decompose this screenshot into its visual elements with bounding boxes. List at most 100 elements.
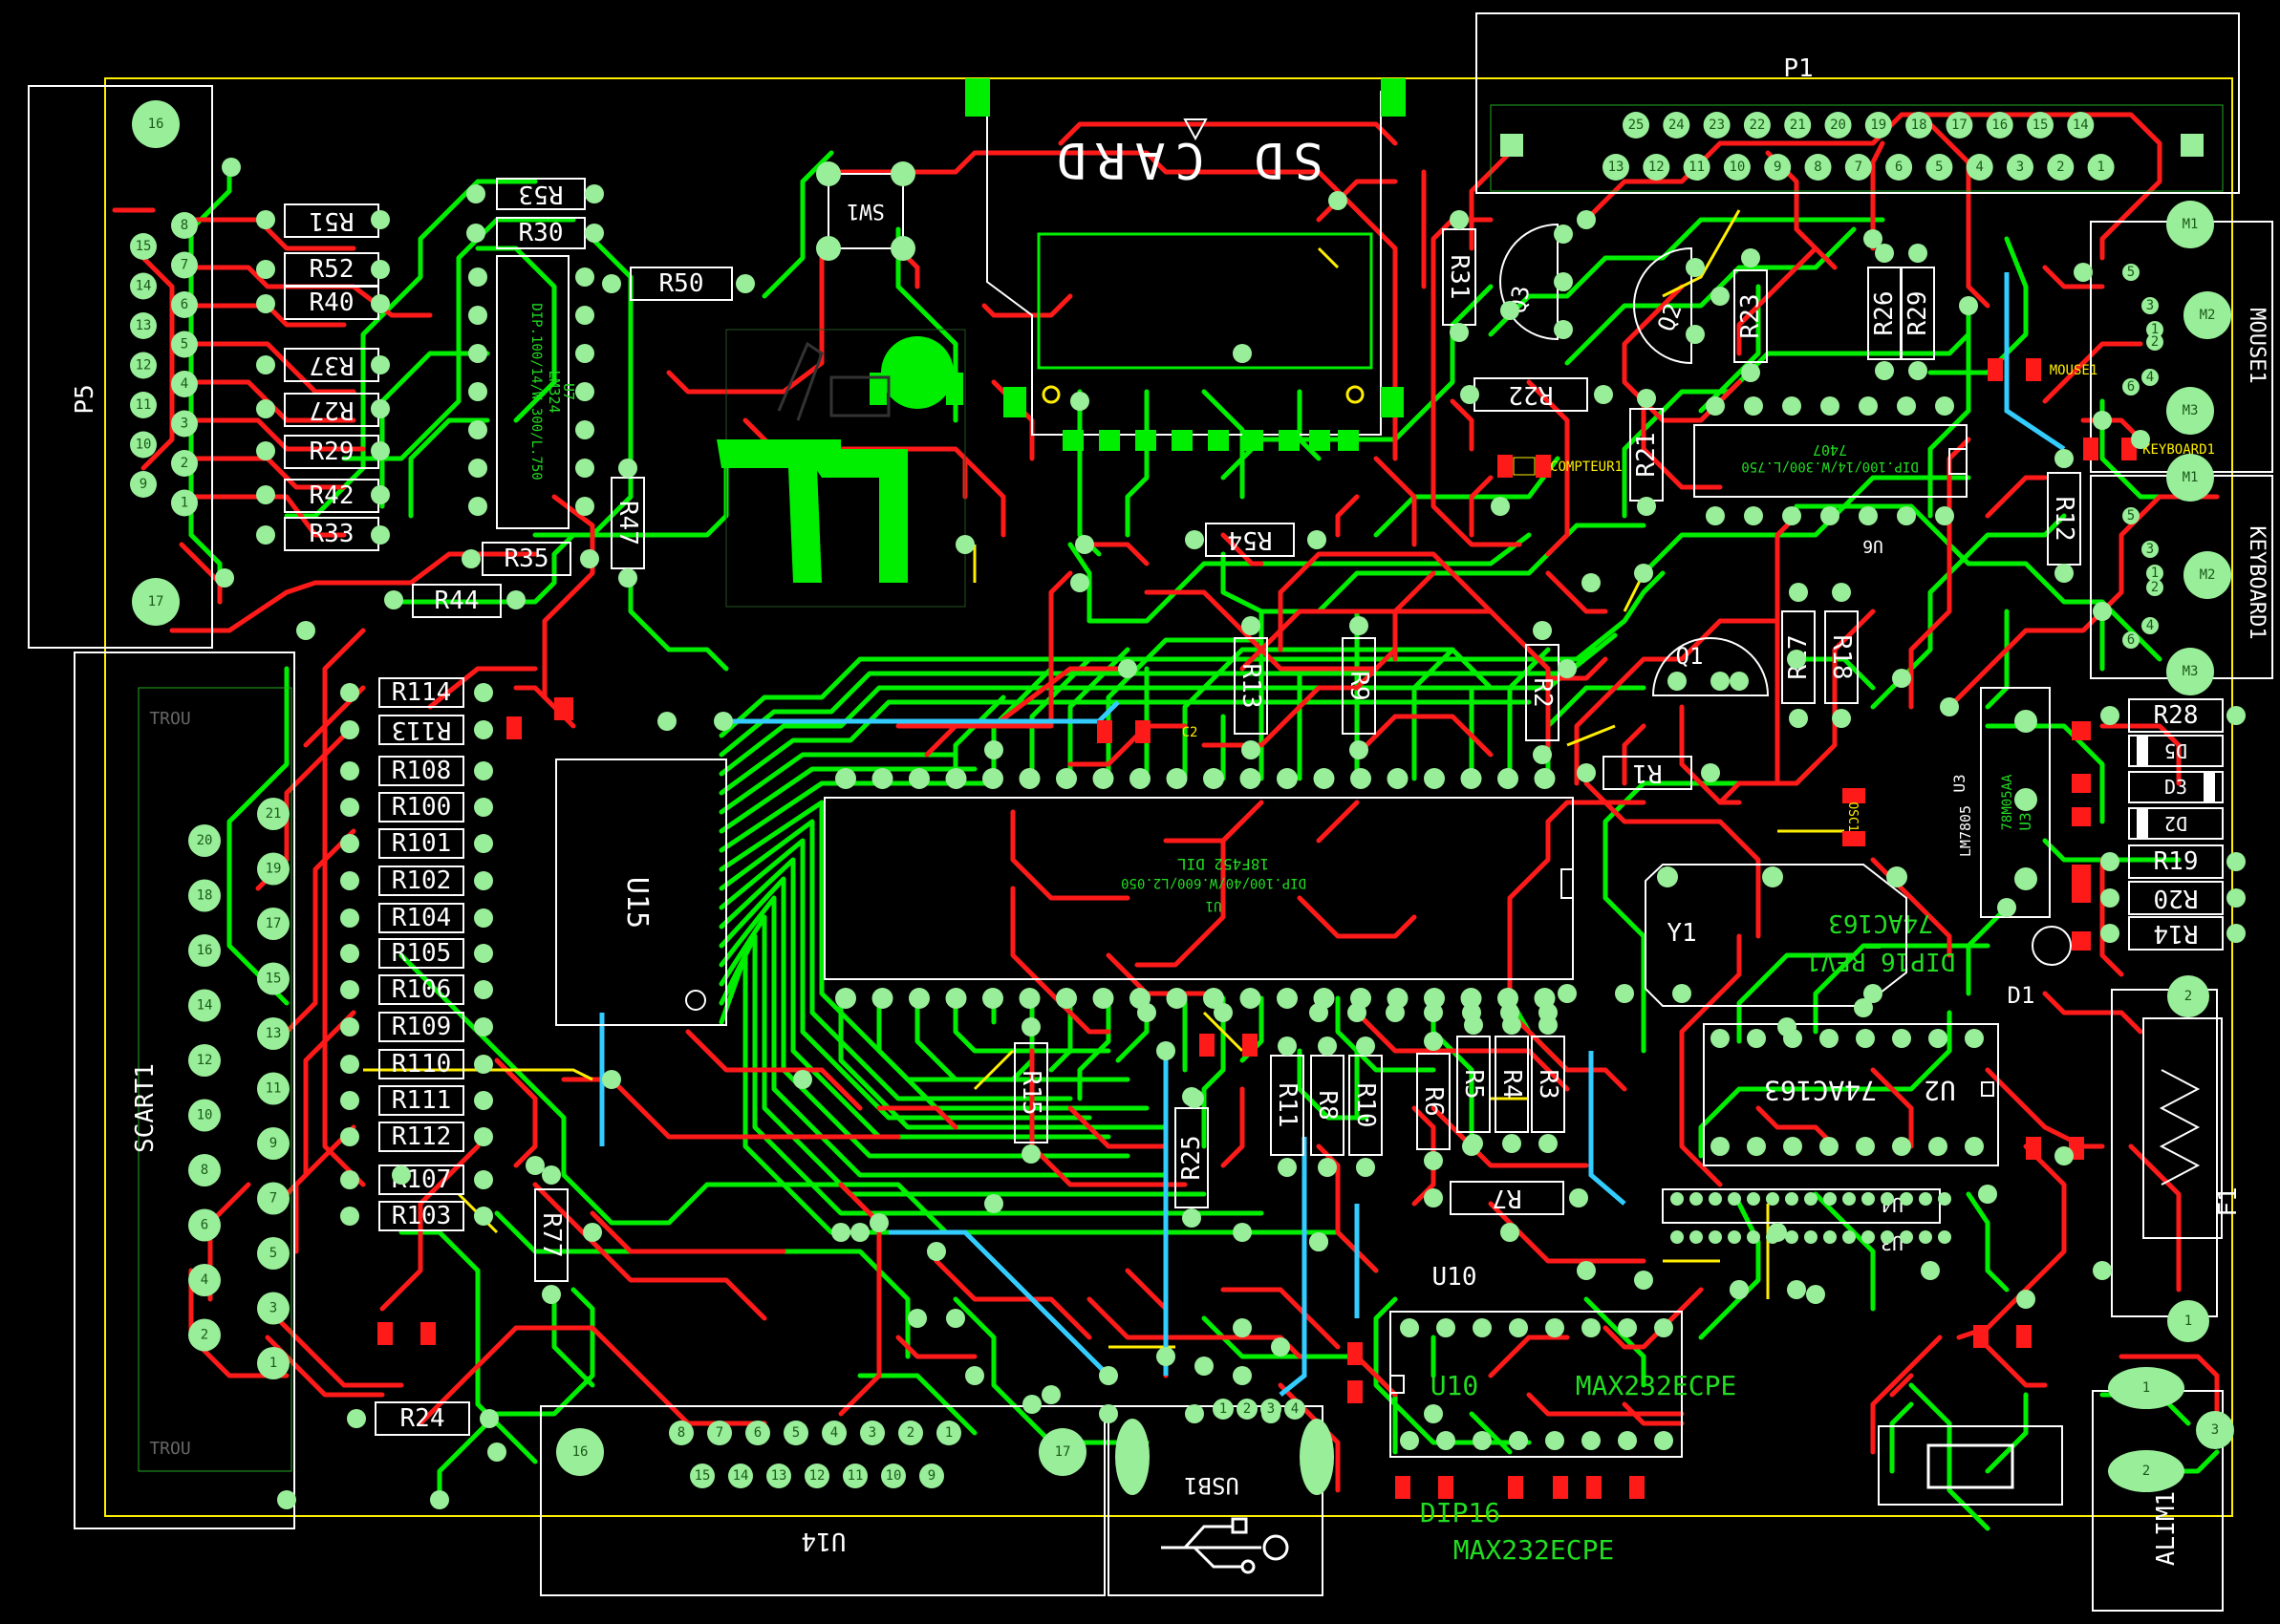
pad [1710,1137,1730,1156]
pad [1278,1036,1297,1056]
pad [657,712,677,731]
pad [1424,1188,1443,1207]
cap-c2-label: C2 [1182,725,1198,740]
mouse-pin-label: 2 [2151,334,2159,350]
pad [1534,768,1556,789]
mounting-holes: 16 17 16 17 M1 M2 M3 M1 M2 M3 2 1 1 2 3 [132,100,2234,1495]
pad [1832,709,1851,728]
scart-pin-label: 9 [269,1136,277,1151]
pad [1386,1003,1405,1022]
pad [256,485,275,504]
pad [1892,669,1911,688]
mount-hole-label: TROU [149,1439,190,1459]
cap-mouse: MOUSE1 [1988,358,2097,381]
resistor-r33: R33 [284,517,379,551]
pad [1424,1003,1443,1022]
resistor-r108: R108 [378,756,464,786]
p5-pin [130,352,157,379]
p1-pin [1703,112,1731,139]
resistor-label: R51 [310,206,355,235]
chip-u6: DIP.100/14/W.300/L.750 7407 U6 [1693,424,1968,556]
pad [1538,1134,1558,1153]
pad [1832,583,1851,602]
scart-pin-label: 4 [201,1272,208,1288]
pad [340,798,359,817]
pad [1022,1017,1041,1036]
pad [1099,1366,1118,1385]
resistor-r113: R113 [378,715,464,745]
resistor-r44: R44 [412,584,502,618]
resistor-label: R15 [1017,1071,1045,1116]
p1-pin [1925,154,1953,181]
pad [474,1170,493,1189]
pad [1875,244,1894,263]
scart-pin [257,1072,290,1105]
pad [256,294,275,313]
pad [474,720,493,739]
resistor-label: R40 [310,288,355,317]
pad [1744,396,1763,416]
pad [1728,1230,1741,1244]
chip-u10: U10 MAX232ECPE U10 DIP16 MAX232ECPE [1389,1263,1736,1566]
resistor-label: R108 [392,757,452,785]
resistor-r102: R102 [378,865,464,896]
chip-u2-name: U2 [1924,1075,1956,1106]
pad [1782,506,1801,525]
pad [2054,1146,2074,1165]
scart-pin-label: 21 [266,806,282,822]
pad [1900,1192,1913,1206]
pad [340,1207,359,1226]
pad [575,344,594,363]
pad [1859,506,1878,525]
pad [371,525,390,545]
resistor-label: R53 [519,180,564,208]
mount-label-17: 17 [1055,1444,1071,1460]
p5-pin [130,431,157,459]
usb-pin-label: 1 [1219,1401,1227,1417]
keyboard-pin-label: 2 [2151,580,2159,595]
pad [468,306,487,325]
pad [1777,1017,1796,1036]
pad [1019,768,1041,789]
chip-u15: U15 [555,759,727,1026]
connector-usb-label: USB1 [1184,1472,1239,1499]
scart-pin-label: 14 [197,998,213,1014]
pad [1782,396,1801,416]
p1-pin [1743,112,1771,139]
pad [468,267,487,287]
pad [371,355,390,374]
resistor-r50: R50 [630,267,733,301]
resistor-r26: R26 [1867,267,1902,360]
connector-p1: P1 [1475,12,2240,194]
resistor-label: R7 [1492,1184,1521,1212]
switch-sw1[interactable]: SW1 [828,173,904,249]
pad [1730,1280,1749,1299]
pad [2100,924,2119,943]
pad [1500,1003,1519,1022]
pad [1347,1003,1366,1022]
pad [1436,1318,1455,1337]
p5-pin-label: 11 [136,397,152,413]
pad [1581,1431,1601,1450]
pad [1766,1192,1779,1206]
cap-mouse-label: MOUSE1 [2050,363,2098,378]
p1-pin [1986,112,2013,139]
pad [2131,430,2150,449]
resistor-label: R112 [392,1122,452,1151]
pad [474,980,493,999]
keyboard-pin-label: 1 [2151,566,2159,581]
resistor-r77: R77 [534,1188,569,1282]
pad [945,768,967,789]
pad [1233,1223,1252,1242]
pad [1233,1366,1252,1385]
scart-pin-label: 6 [201,1218,208,1233]
pad [1533,745,1552,764]
p5-pin-label: 9 [140,477,147,492]
pad [1497,988,1518,1009]
cap-osc-label: OSC1 [1845,801,1860,831]
pad [835,768,856,789]
pad [474,1017,493,1036]
connector-alim: ALIM1 [2092,1390,2224,1612]
pad [371,210,390,229]
p1-pin [1663,112,1690,139]
